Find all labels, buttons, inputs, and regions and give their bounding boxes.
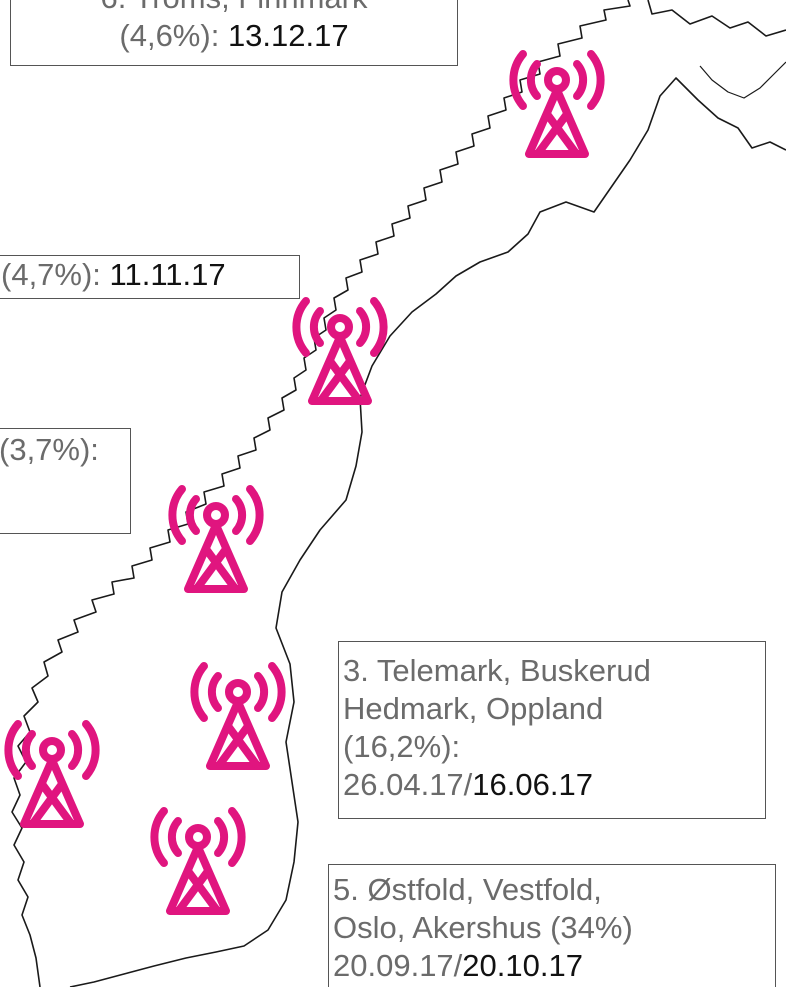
region-first-date: 26.04.17/ [343, 767, 473, 802]
region-title-line-2: Oslo, Akershus (34%) [333, 910, 633, 945]
region-title-line-1: 5. Østfold, Vestfold, [333, 872, 602, 907]
region-label-telemark-buskerud: 3. Telemark, Buskerud Hedmark, Oppland (… [338, 641, 766, 819]
region-share: (4,7%): [1, 257, 101, 292]
region-first-date: 20.09.17/ [333, 948, 463, 983]
region-share: (4,6%): [119, 18, 220, 53]
region-final-date: 13.12.17 [227, 18, 349, 53]
region-dates: 20.09.17/20.10.17 [333, 947, 775, 985]
region-title-line-1: 3. Telemark, Buskerud [343, 653, 651, 688]
region-share-line: (4,6%): 13.12.17 [11, 17, 457, 55]
radio-tower-icon [509, 50, 605, 158]
swedish-coast [699, 61, 786, 99]
region-label-ostfold-vestfold: 5. Østfold, Vestfold, Oslo, Akershus (34… [328, 864, 776, 987]
radio-tower-icon [292, 297, 388, 405]
region-title-line-2: Hedmark, Oppland [343, 691, 604, 726]
region-share: (16,2%): [343, 729, 461, 764]
region-label-troms-finnmark: 6. Troms, Finnmark (4,6%): 13.12.17 [10, 0, 458, 66]
region-final-date: 11.11.17 [109, 257, 226, 292]
radio-tower-icon [4, 720, 100, 828]
norway-coastline [11, 0, 631, 987]
region-label-nordland: (4,7%): 11.11.17 [0, 255, 300, 299]
radio-tower-icon [168, 485, 264, 593]
region-share: (3,7%): [0, 432, 99, 467]
region-title: 6. Troms, Finnmark [11, 0, 457, 17]
region-label-trondelag: (3,7%): [0, 428, 131, 534]
radio-tower-icon [190, 662, 286, 770]
radio-tower-icon [150, 807, 246, 915]
region-final-date: 20.10.17 [462, 948, 583, 983]
region-share-line: (4,7%): 11.11.17 [1, 256, 299, 294]
norway-coastline-north [647, 0, 786, 37]
region-final-date: 16.06.17 [472, 767, 593, 802]
region-dates: 26.04.17/16.06.17 [343, 766, 765, 804]
